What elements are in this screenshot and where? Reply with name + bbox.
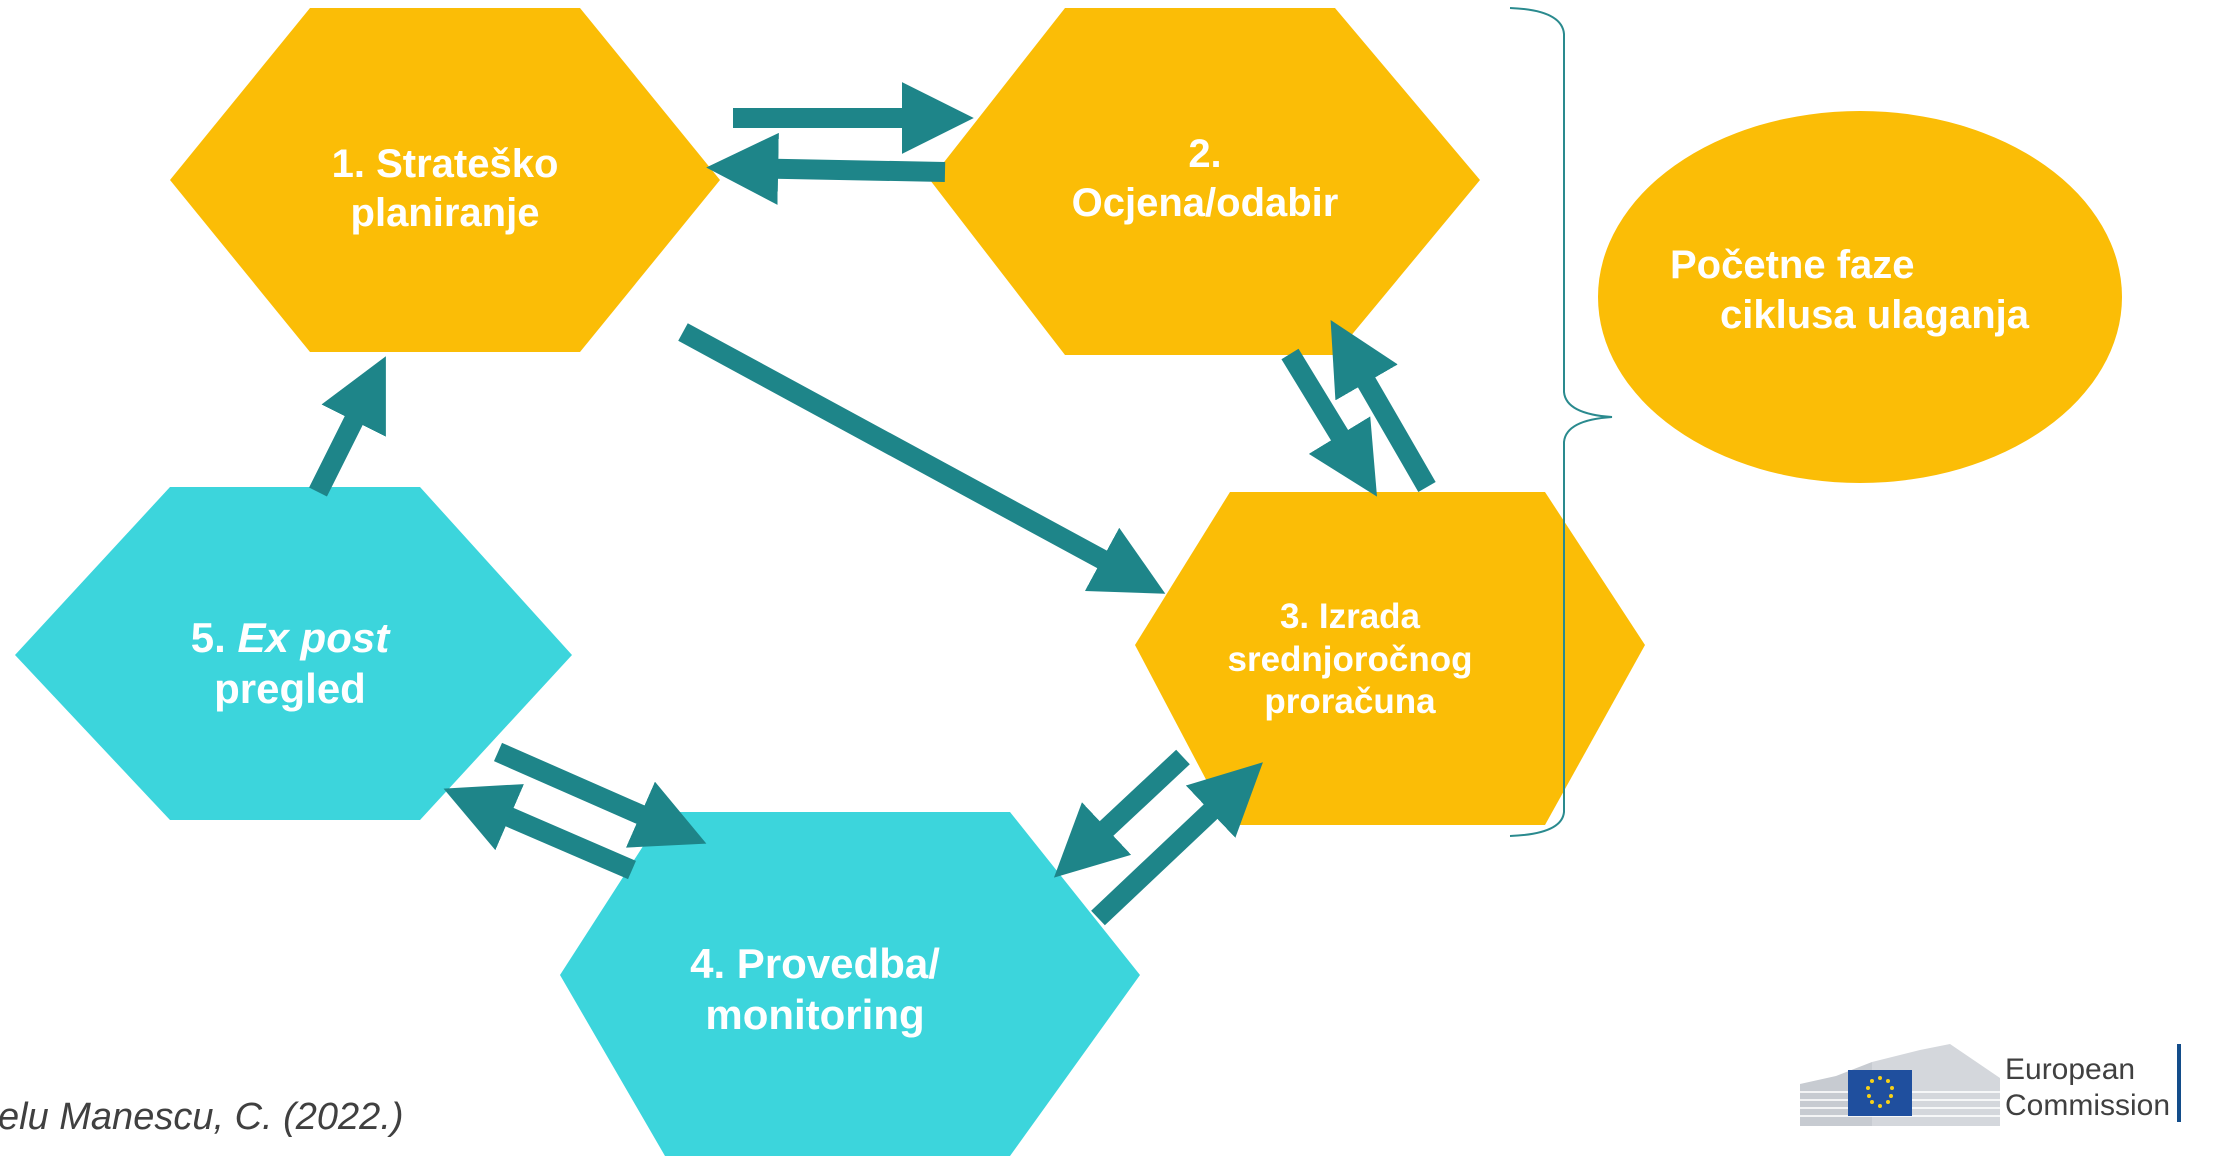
initial-phases-line-2: ciklusa ulaganja [1720,293,2030,337]
initial-phases-ellipse [1598,111,2122,483]
arrow-4-to-3 [1091,762,1263,926]
node-1-label: 1. Strateško planiranje [280,140,610,238]
arrow-3-to-2 [1330,320,1436,493]
node-5-number: 5. [190,614,226,661]
source-citation: elu Manescu, C. (2022.) [0,1096,404,1138]
arrow-4-to-5 [443,784,636,880]
arrow-1-to-3 [678,323,1166,594]
initial-phases-line-1: Početne faze [1670,243,1915,287]
arrow-2-to-3 [1281,348,1378,497]
node-1-line-2: planiranje [350,190,540,235]
node-5-italic: Ex post [237,614,390,661]
node-4-label: 4. Provedba/ monitoring [630,938,1000,1040]
node-5-line-2: pregled [214,665,366,713]
arrow-5-to-1 [309,356,386,497]
node-4-line-2: monitoring [705,991,925,1039]
node-2-line-2: Ocjena/odabir [1071,180,1339,225]
node-1-line-1: 1. Strateško [331,142,559,186]
hexagon-strategic-planning [170,8,720,352]
node-3-label: 3. Izrada srednjoročnog proračuna [1200,596,1500,724]
node-3-line-1: 3. Izrada [1279,597,1421,636]
ec-line-1: European [2005,1053,2136,1086]
arrow-2-to-1 [706,132,946,205]
european-commission-logo [1800,1044,2000,1126]
initial-phases-brace [1509,7,1613,837]
hexagon-ex-post-review [15,487,572,820]
node-2-label: 2. Ocjena/odabir [1030,130,1380,228]
node-3-line-3: proračuna [1264,682,1436,722]
european-commission-wordmark: European Commission [2005,1052,2170,1124]
node-2-line-1: 2. [1188,132,1222,176]
node-3-line-2: srednjoročnog [1227,639,1473,679]
initial-phases-label: Početne faze ciklusa ulaganja [1640,240,2120,340]
hexagon-implementation-monitoring [560,812,1140,1156]
arrow-3-to-4 [1053,749,1190,878]
node-5-label: 5. Ex post pregled [120,612,460,714]
ec-logo-divider [2177,1044,2181,1122]
ec-line-2: Commission [2005,1089,2171,1122]
node-4-line-1: 4. Provedba/ [690,940,940,987]
hexagon-medium-term-budget [1135,492,1645,825]
node-5-line-1: 5. Ex post [120,612,460,663]
arrow-5-to-4 [493,742,707,848]
hexagon-assessment-selection [930,8,1480,355]
